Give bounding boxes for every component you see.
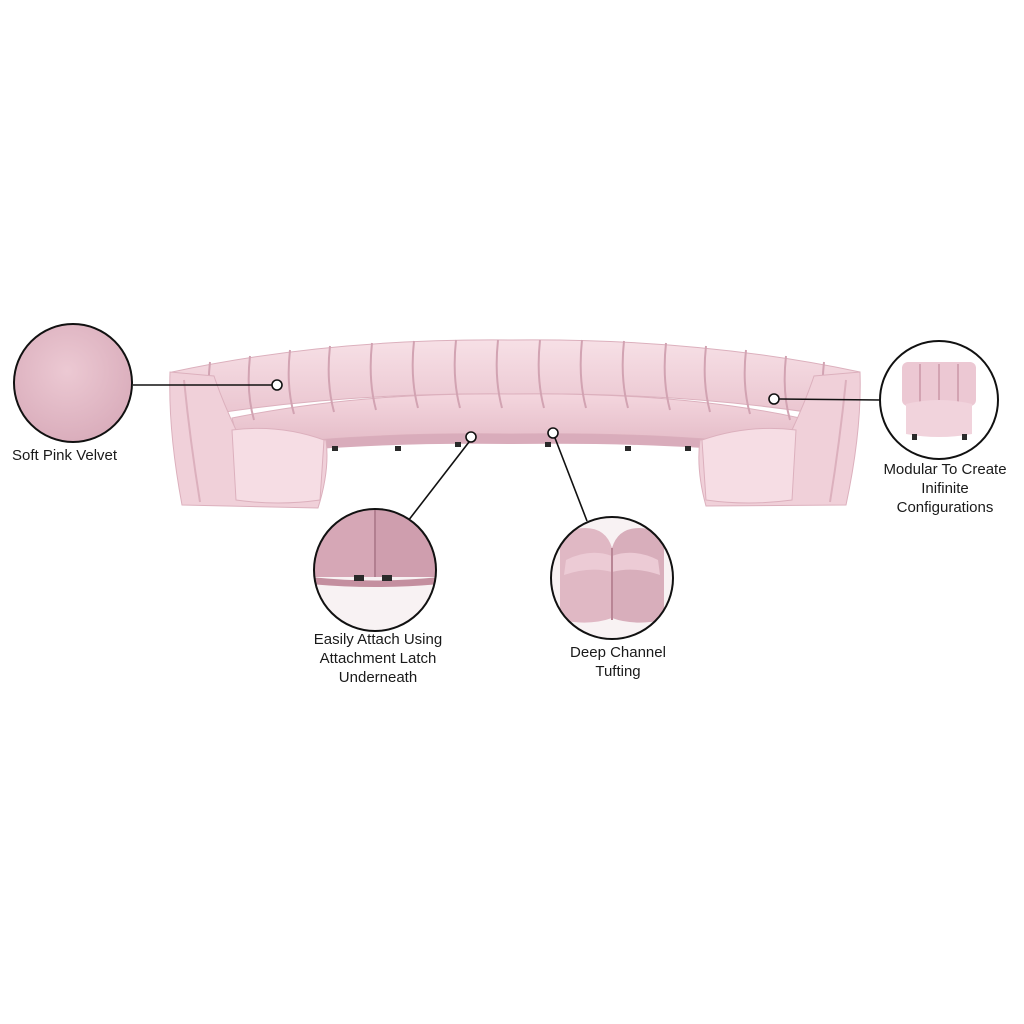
- caption-line: Deep Channel: [570, 644, 666, 661]
- sofa-right-end-unit: [698, 371, 861, 507]
- sofa-feet: [332, 442, 691, 451]
- caption-deep-channel-tufting: Deep Channel Tufting: [540, 643, 696, 681]
- caption-modular-configurations: Modular To Create Inifinite Configuratio…: [870, 460, 1020, 517]
- callout-dot-tufting: [547, 427, 559, 439]
- caption-line: Modular To Create: [883, 461, 1007, 478]
- caption-line: Underneath: [338, 669, 418, 686]
- detail-modular-unit: [879, 340, 999, 460]
- callout-dot-modular: [768, 393, 780, 405]
- detail-attachment-latch: [313, 508, 437, 632]
- caption-attachment-latch: Easily Attach Using Attachment Latch Und…: [298, 630, 458, 687]
- caption-line: Easily Attach Using: [313, 631, 443, 648]
- callout-dot-velvet: [271, 379, 283, 391]
- callout-dot-latch: [465, 431, 477, 443]
- caption-soft-pink-velvet: Soft Pink Velvet: [12, 446, 172, 465]
- caption-line: Configurations: [896, 499, 994, 516]
- caption-line: Soft Pink Velvet: [12, 447, 118, 464]
- detail-channel-tufting: [550, 516, 674, 640]
- caption-line: Attachment Latch: [319, 650, 437, 667]
- sofa-left-end-unit: [169, 371, 328, 509]
- caption-line: Tufting: [595, 663, 641, 680]
- sofa-front-shadow: [240, 433, 790, 456]
- modular-sofa: [169, 339, 861, 509]
- callout-connectors: [133, 379, 881, 522]
- caption-line: Inifinite: [921, 480, 969, 497]
- detail-velvet-swatch: [13, 323, 133, 443]
